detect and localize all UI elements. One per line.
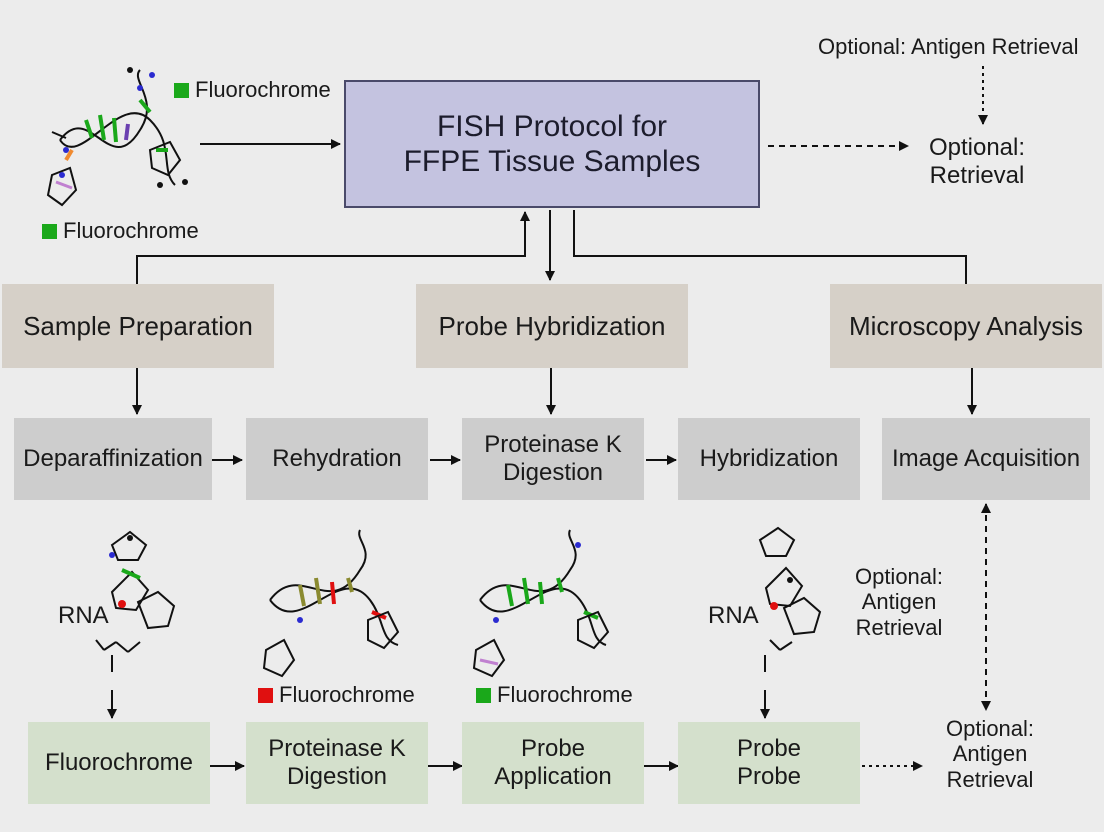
dna-molecule-green-icon — [472, 529, 610, 678]
bottom-probe-probe[interactable]: Probe Probe — [678, 722, 860, 804]
title-line-2: FFPE Tissue Samples — [403, 145, 701, 178]
fluorochrome-label-top: Fluorochrome — [195, 77, 331, 102]
green-square-icon — [42, 223, 57, 239]
category-microscopy-analysis[interactable]: Microscopy Analysis — [830, 284, 1102, 368]
bottom-fluorochrome[interactable]: Fluorochrome — [28, 722, 210, 804]
connector-title-to-microscopy — [573, 210, 967, 284]
fluorochrome-legend-green: Fluorochrome — [476, 682, 633, 708]
rna-label-right: RNA — [708, 602, 759, 629]
rna-molecule-left-icon — [95, 530, 176, 672]
fluorochrome-legend-top: Fluorochrome — [174, 77, 331, 103]
optional-retrieval-label: Optional: Retrieval — [928, 134, 1026, 189]
step-rehydration[interactable]: Rehydration — [246, 418, 428, 500]
fluorochrome-label-red: Fluorochrome — [279, 682, 415, 707]
step-image-acquisition[interactable]: Image Acquisition — [882, 418, 1090, 500]
bottom-proteinase-k-digestion[interactable]: Proteinase K Digestion — [246, 722, 428, 804]
rna-molecule-right-icon — [758, 526, 822, 672]
green-square-icon — [174, 82, 189, 98]
fluorochrome-label-left: Fluorochrome — [63, 218, 199, 243]
red-square-icon — [258, 687, 273, 703]
optional-antigen-retrieval-middle: Optional: Antigen Retrieval — [854, 564, 944, 640]
step-proteinase-k-digestion[interactable]: Proteinase K Digestion — [462, 418, 644, 500]
category-probe-hybridization[interactable]: Probe Hybridization — [416, 284, 688, 368]
rna-label-left: RNA — [58, 602, 109, 629]
dna-molecule-top-icon — [46, 67, 188, 207]
title-line-1: FISH Protocol for — [436, 109, 668, 143]
dna-molecule-red-icon — [262, 529, 400, 678]
step-hybridization[interactable]: Hybridization — [678, 418, 860, 500]
fluorochrome-legend-red: Fluorochrome — [258, 682, 415, 708]
step-deparaffinization[interactable]: Deparaffinization — [14, 418, 212, 500]
optional-antigen-header: Optional: Antigen Retrieval — [818, 34, 1079, 59]
fluorochrome-label-green: Fluorochrome — [497, 682, 633, 707]
title-box: FISH Protocol for FFPE Tissue Samples — [344, 80, 760, 208]
connector-sample-to-title — [136, 211, 530, 284]
green-square-icon — [476, 687, 491, 703]
fluorochrome-legend-left: Fluorochrome — [42, 218, 199, 244]
category-sample-preparation[interactable]: Sample Preparation — [2, 284, 274, 368]
bottom-probe-application[interactable]: Probe Application — [462, 722, 644, 804]
optional-antigen-retrieval-bottom: Optional: Antigen Retrieval — [945, 716, 1035, 792]
